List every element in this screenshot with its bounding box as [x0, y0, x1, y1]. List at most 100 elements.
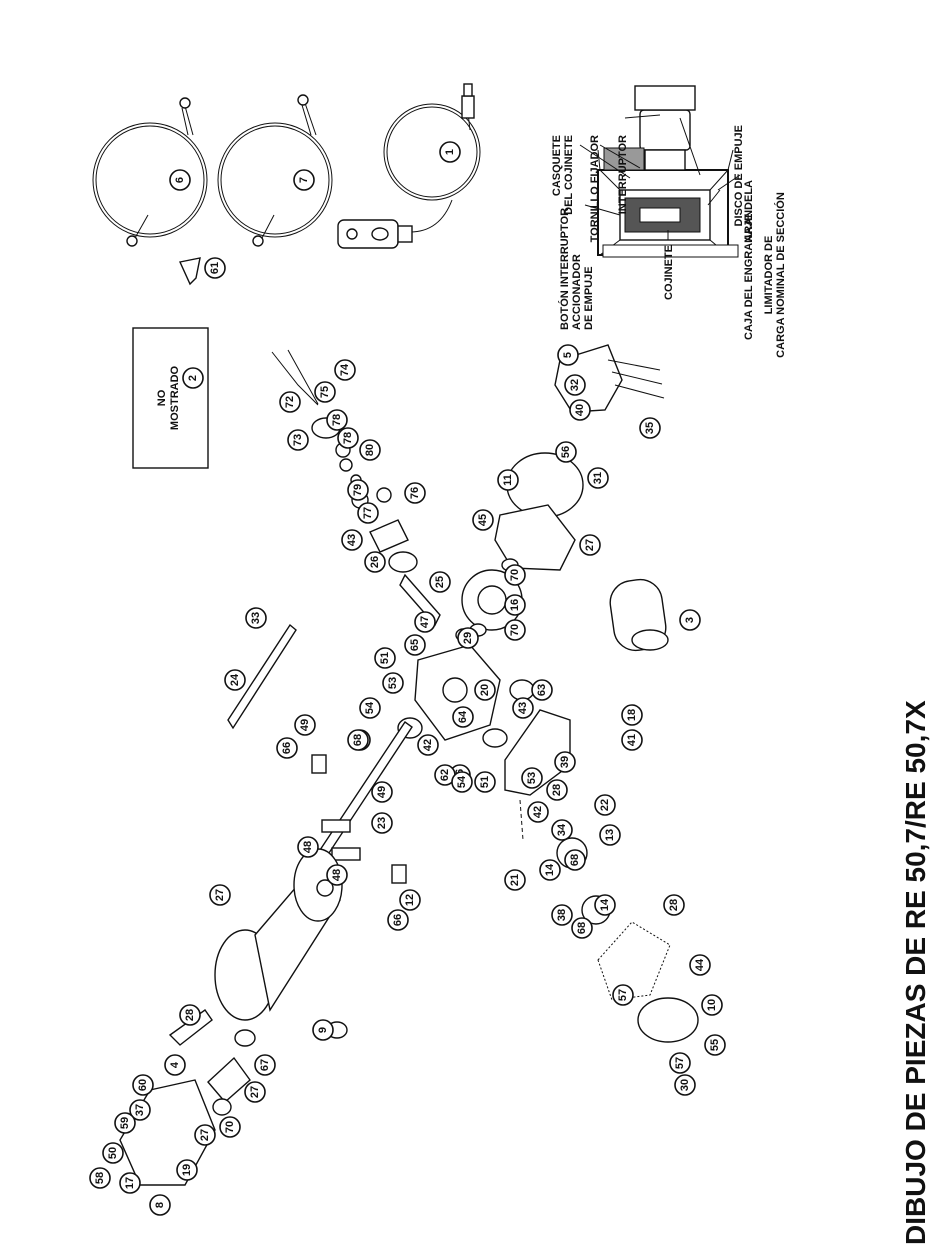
part-callout: 41: [621, 729, 643, 751]
part-callout: 67: [254, 1054, 276, 1076]
part-number: 59: [119, 1117, 131, 1129]
part-number: 27: [584, 539, 596, 551]
part-number: 63: [536, 684, 548, 696]
parts: [119, 344, 699, 1186]
load-limiter-section: [579, 85, 741, 258]
part-callout: 44: [689, 954, 711, 976]
part-number: 28: [551, 784, 563, 796]
part-number: 48: [302, 841, 314, 853]
part-number: 49: [299, 719, 311, 731]
part-number: 6: [174, 177, 186, 183]
part-number: 54: [456, 775, 468, 788]
section-caption-2: CARGA NOMINAL DE SECCIÓN: [774, 192, 787, 358]
part-number: 76: [409, 487, 421, 499]
part-number: 78: [331, 414, 343, 426]
part-number: 27: [199, 1129, 211, 1141]
part-number: 17: [124, 1177, 136, 1189]
diagram-title: DIBUJO DE PIEZAS DE RE 50,7/RE 50,7X: [900, 700, 931, 1245]
part-callout: 48: [297, 836, 319, 858]
part-number: 42: [422, 739, 434, 751]
part-callout: 70: [219, 1116, 241, 1138]
part-number: 68: [576, 922, 588, 934]
part-callout: 27: [209, 884, 231, 906]
part-number: 38: [556, 909, 568, 921]
part-number: 12: [404, 894, 416, 906]
part-callout: 1: [439, 141, 461, 163]
label-caja-del-engranaje: CAJA DEL ENGRANAJE: [743, 213, 755, 340]
part-number: 57: [674, 1057, 686, 1069]
part-number: 5: [562, 352, 574, 358]
part-number: 50: [107, 1147, 119, 1159]
label-accionador: ACCIONADOR: [571, 254, 583, 330]
part-callout: 62: [434, 764, 456, 786]
part-callout: 75: [314, 381, 336, 403]
part-callout: 78: [326, 409, 348, 431]
part-number: 47: [419, 616, 431, 628]
section-labels: CASQUETE DEL COJINETE TORNILLO FIJADOR I…: [551, 125, 787, 358]
part-callout: 7: [293, 169, 315, 191]
part-number: 28: [668, 899, 680, 911]
part-callout: 3: [679, 609, 701, 631]
part-callout: 24: [224, 669, 246, 691]
part-number: 49: [376, 786, 388, 798]
part-number: 73: [292, 434, 304, 446]
part-callout: 14: [539, 859, 561, 881]
part-callout: 35: [639, 417, 661, 439]
part-callout: 27: [244, 1081, 266, 1103]
not-shown-box: NO MOSTRADO: [132, 327, 209, 469]
part-number: 51: [379, 652, 391, 664]
part-number: 25: [434, 576, 446, 588]
part-callout: 58: [89, 1167, 111, 1189]
part-callout: 70: [504, 564, 526, 586]
part-number: 34: [556, 823, 568, 836]
part-callout: 10: [701, 994, 723, 1016]
part-callout: 28: [663, 894, 685, 916]
part-callout: 16: [504, 594, 526, 616]
part-callout: 28: [546, 779, 568, 801]
part-number: 10: [706, 999, 718, 1011]
label-cojinete: COJINETE: [663, 245, 675, 300]
part-number: 14: [599, 898, 611, 911]
part-callout: 12: [399, 889, 421, 911]
part-number: 40: [574, 404, 586, 416]
label-boton-interruptor: BOTÓN INTERRUPTOR: [558, 208, 571, 330]
part-number: 20: [479, 684, 491, 696]
part-callout: 26: [364, 551, 386, 573]
part-callout: 43: [512, 697, 534, 719]
label-casquete: CASQUETE: [551, 135, 563, 196]
part-number: 66: [281, 742, 293, 754]
part-callout: 49: [371, 781, 393, 803]
part-callout: 9: [312, 1019, 334, 1041]
part-callout: 8: [149, 1194, 171, 1216]
part-number: 7: [298, 177, 310, 183]
section-caption-1: LIMITADOR DE: [763, 236, 775, 315]
part-number: 45: [477, 514, 489, 526]
part-callout: 74: [334, 359, 356, 381]
part-number: 48: [331, 869, 343, 881]
part-number: 41: [626, 734, 638, 746]
part-number: 18: [626, 709, 638, 721]
part-callout: 54: [359, 697, 381, 719]
part-callout: 59: [114, 1112, 136, 1134]
part-callout: 47: [414, 611, 436, 633]
part-number: 80: [364, 444, 376, 456]
label-arandela: ARANDELA: [743, 180, 755, 242]
part-callout: 5: [557, 344, 579, 366]
part-callout: 6: [169, 169, 191, 191]
part-number: 53: [526, 772, 538, 784]
part-number: 27: [249, 1086, 261, 1098]
remote-pendant: [337, 83, 481, 249]
part-number: 19: [181, 1164, 193, 1176]
part-callout: 57: [669, 1052, 691, 1074]
part-callout: 60: [132, 1074, 154, 1096]
part-number: 27: [214, 889, 226, 901]
part-callout: 63: [531, 679, 553, 701]
part-callout: 70: [504, 619, 526, 641]
part-callout: 20: [474, 679, 496, 701]
part-number: 9: [317, 1027, 329, 1033]
part-number: 3: [684, 617, 696, 623]
part-callout: 27: [579, 534, 601, 556]
part-callout: 28: [179, 1004, 201, 1026]
part-number: 68: [352, 734, 364, 746]
